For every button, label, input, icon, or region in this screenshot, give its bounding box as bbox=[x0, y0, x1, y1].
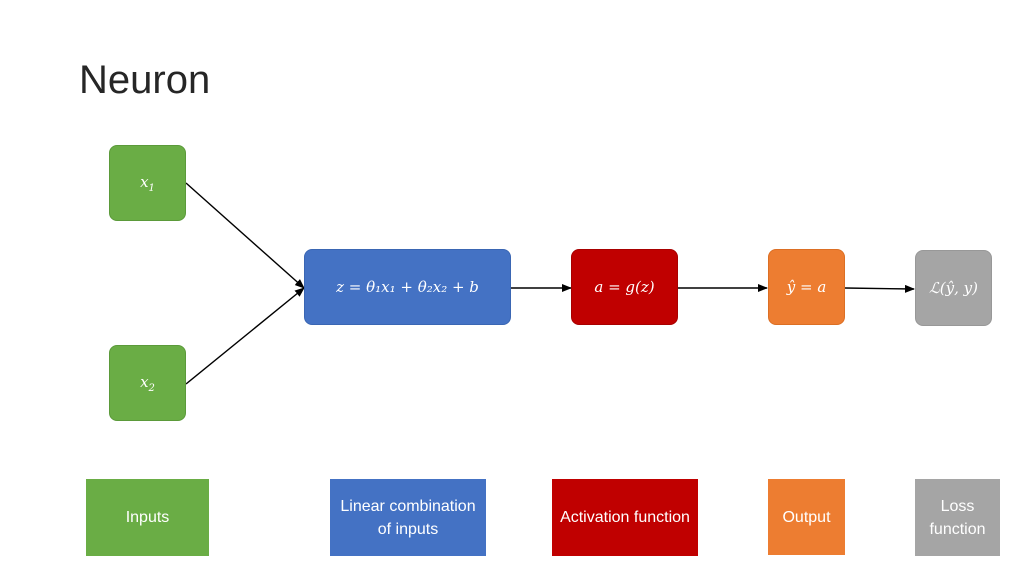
legend-loss-label: Loss function bbox=[929, 497, 986, 538]
node-activation: a = g(z) bbox=[571, 249, 678, 325]
node-input-x2: x2 bbox=[109, 345, 186, 421]
node-linear-label: z = θ₁x₁ + θ₂x₂ + b bbox=[336, 278, 479, 296]
node-output-label: ŷ = a bbox=[786, 278, 827, 296]
legend-inputs-label: Inputs bbox=[125, 509, 170, 526]
node-x2-label: x2 bbox=[140, 372, 155, 394]
legend-inputs: Inputs bbox=[86, 479, 209, 556]
node-x1-label: x1 bbox=[140, 172, 155, 194]
arrow-x2-to-linear bbox=[185, 287, 305, 385]
node-linear-combination: z = θ₁x₁ + θ₂x₂ + b bbox=[304, 249, 511, 325]
node-activation-label: a = g(z) bbox=[594, 278, 655, 296]
arrow-x1-to-linear bbox=[185, 182, 305, 289]
slide-title: Neuron bbox=[79, 58, 211, 102]
arrow-output-to-loss bbox=[844, 284, 915, 293]
legend-output-label: Output bbox=[782, 508, 831, 526]
node-loss: ℒ(ŷ, y) bbox=[915, 250, 992, 326]
legend-linear-combination: Linear combination of inputs bbox=[330, 479, 486, 556]
node-output: ŷ = a bbox=[768, 249, 845, 325]
node-loss-label: ℒ(ŷ, y) bbox=[929, 279, 978, 297]
legend-output: Output bbox=[768, 479, 845, 555]
legend-loss: Loss function bbox=[915, 479, 1000, 556]
legend-activation-label: Activation function bbox=[560, 509, 690, 526]
node-input-x1: x1 bbox=[109, 145, 186, 221]
legend-linear-label: Linear combination of inputs bbox=[340, 497, 476, 538]
legend-activation: Activation function bbox=[552, 479, 698, 556]
